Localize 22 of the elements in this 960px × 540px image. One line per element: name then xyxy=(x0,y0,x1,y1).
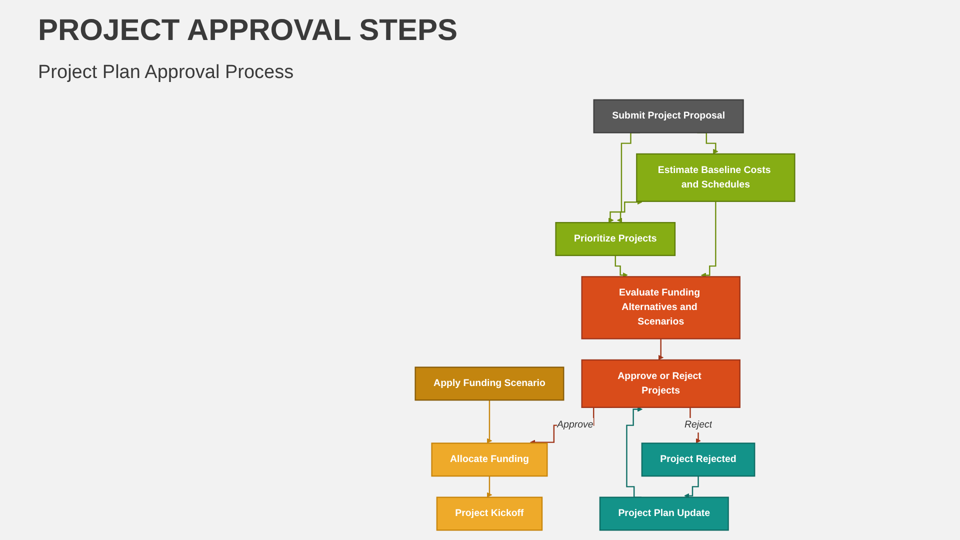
arrow xyxy=(486,399,492,444)
arrow xyxy=(684,475,699,498)
node-box: Submit Project Proposal xyxy=(593,99,744,134)
arrow xyxy=(608,199,642,223)
edge-label: Reject xyxy=(684,420,712,430)
title: PROJECT APPROVAL STEPS xyxy=(38,14,458,48)
node-box: Allocate Funding xyxy=(431,442,548,477)
node-box: Project Kickoff xyxy=(436,496,543,531)
subtitle: Project Plan Approval Process xyxy=(38,62,294,84)
arrow xyxy=(626,406,643,498)
arrow xyxy=(700,200,716,278)
node-box: Apply Funding Scenario xyxy=(414,366,564,401)
node-box: Project Plan Update xyxy=(599,496,729,531)
node-box: Approve or Reject Projects xyxy=(581,359,740,408)
node-box: Project Rejected xyxy=(641,442,756,477)
edge-label: Approve xyxy=(557,420,594,430)
node-box: Prioritize Projects xyxy=(555,222,676,256)
arrow xyxy=(614,254,628,278)
node-box: Estimate Baseline Costs and Schedules xyxy=(636,153,796,202)
arrow xyxy=(658,338,664,360)
node-box: Evaluate Funding Alternatives and Scenarios xyxy=(581,276,740,340)
arrow xyxy=(486,475,492,498)
